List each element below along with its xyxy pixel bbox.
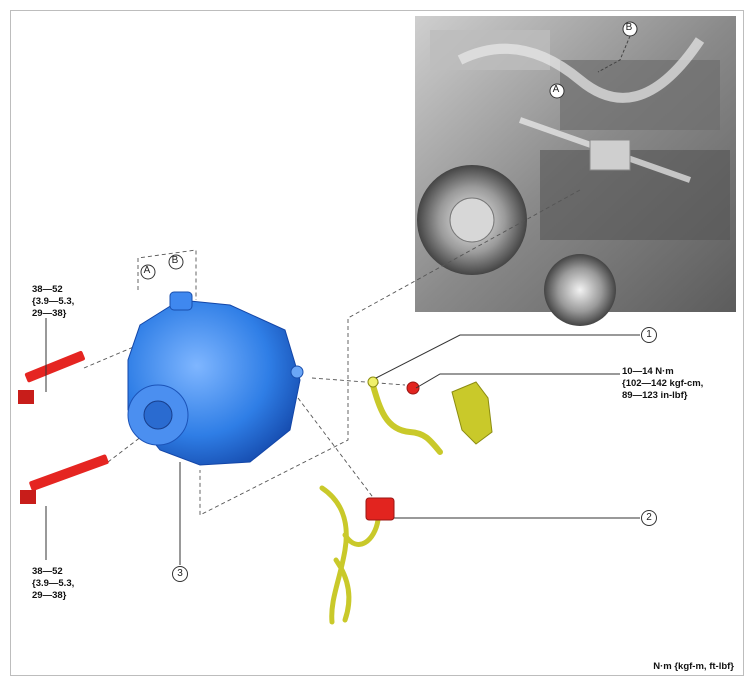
callout-a-lower-marker xyxy=(140,264,156,280)
alternator xyxy=(127,291,304,466)
callout-1: 1 xyxy=(641,327,657,343)
harness-2 xyxy=(319,485,381,625)
units-label: N·m {kgf-m, ft-lbf} xyxy=(653,661,734,672)
callout-a-upper: A xyxy=(552,84,560,95)
ac-pulley xyxy=(544,254,616,326)
diagram-frame xyxy=(10,10,744,676)
lower-bolt xyxy=(20,454,109,504)
leader-b-upper xyxy=(597,35,631,73)
terminal-nut xyxy=(406,381,420,395)
harness-1 xyxy=(367,376,443,455)
callout-b-upper: B xyxy=(625,22,633,33)
torque-lower-bolt: 38—52 {3.9—5.3, 29—38} xyxy=(32,566,75,601)
callout-b-lower-marker xyxy=(168,254,184,270)
callout-3: 3 xyxy=(172,566,188,582)
callout-a-lower: A xyxy=(143,265,151,276)
callout-2: 2 xyxy=(641,510,657,526)
torque-upper-bolt: 38—52 {3.9—5.3, 29—38} xyxy=(32,284,75,319)
upper-bolt xyxy=(18,350,85,404)
engine-illustration xyxy=(415,16,736,326)
harness-2-connector xyxy=(365,497,395,521)
harness-1-connector xyxy=(451,381,493,445)
leader-callout-1 xyxy=(375,334,640,379)
torque-terminal-nut: 10—14 N·m {102—142 kgf-cm, 89—123 in-lbf… xyxy=(622,366,704,401)
callout-b-lower: B xyxy=(171,255,179,266)
leader-torque-nut xyxy=(415,373,620,389)
callout-a-upper-marker xyxy=(549,83,565,99)
